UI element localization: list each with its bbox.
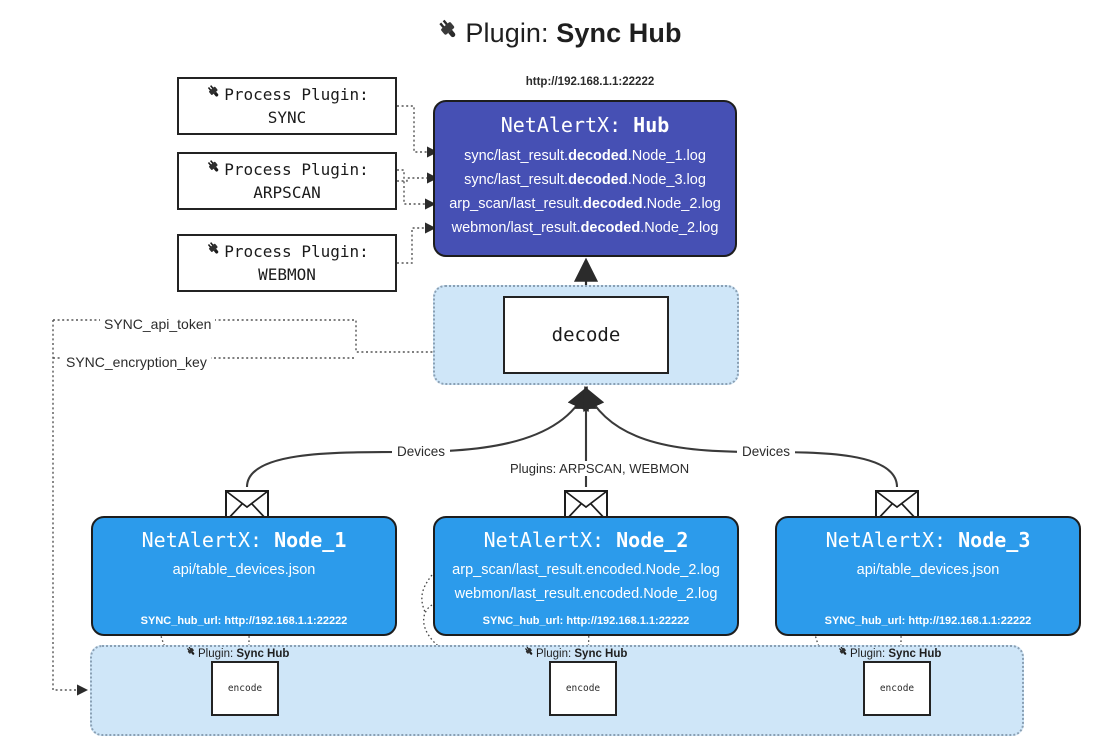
node-line-list: api/table_devices.json: [777, 560, 1079, 582]
process-plugin-sync-box[interactable]: Process Plugin: SYNC: [177, 77, 397, 135]
node-title: NetAlertX: Node_3: [825, 528, 1031, 552]
process-plugin-label: Process Plugin:: [224, 160, 369, 180]
process-plugin-name: WEBMON: [258, 264, 316, 284]
encoder-value: Sync Hub: [574, 648, 628, 660]
hub-prefix: NetAlertX:: [500, 113, 622, 137]
encoder-value: Sync Hub: [236, 648, 290, 660]
node-title: NetAlertX: Node_2: [483, 528, 689, 552]
decode-box[interactable]: decode: [503, 296, 669, 374]
hub-log-item: webmon/last_result.decoded.Node_2.log: [451, 220, 719, 237]
edge-label-left: Devices: [392, 444, 451, 459]
encoder-value: Sync Hub: [888, 648, 942, 660]
node-card-node-1[interactable]: NetAlertX: Node_1 api/table_devices.json…: [91, 516, 397, 636]
encode-box-2[interactable]: encode: [549, 661, 617, 716]
node-footer: SYNC_hub_url: http://192.168.1.1:22222: [140, 615, 348, 627]
electric-plug-icon: [205, 159, 222, 182]
hub-name: Hub: [633, 113, 670, 137]
electric-plug-icon: [523, 646, 535, 661]
hub-log-item: arp_scan/last_result.decoded.Node_2.log: [449, 196, 721, 213]
hub-title: NetAlertX: Hub: [435, 113, 735, 137]
hub-url-label: http://192.168.1.1:22222: [525, 76, 655, 88]
encoder-label: Plugin:: [198, 648, 234, 660]
electric-plug-icon: [837, 646, 849, 661]
encode-box-3[interactable]: encode: [863, 661, 931, 716]
process-plugin-label: Process Plugin:: [224, 85, 369, 105]
electric-plug-icon: [185, 646, 197, 661]
node-line: api/table_devices.json: [856, 562, 1000, 578]
process-plugin-arpscan-box[interactable]: Process Plugin: ARPSCAN: [177, 152, 397, 210]
node-footer: SYNC_hub_url: http://192.168.1.1:22222: [824, 615, 1032, 627]
node-line: webmon/last_result.encoded.Node_2.log: [454, 585, 718, 602]
encoder-label: Plugin:: [850, 648, 886, 660]
sync-api-token-label: SYNC_api_token: [100, 316, 216, 332]
node-line: api/table_devices.json: [172, 562, 316, 578]
electric-plug-icon: [205, 241, 222, 264]
encoder-label: Plugin:: [536, 648, 572, 660]
encoder-plugin-label-1: Plugin: Sync Hub: [185, 645, 289, 660]
edge-label-right: Devices: [737, 444, 796, 459]
node-footer: SYNC_hub_url: http://192.168.1.1:22222: [482, 615, 690, 627]
sync-encryption-key-label: SYNC_encryption_key: [62, 354, 211, 370]
hub-log-item: sync/last_result.decoded.Node_1.log: [464, 148, 706, 164]
hub-log-list: sync/last_result.decoded.Node_1.log sync…: [435, 146, 735, 239]
process-plugin-label: Process Plugin:: [224, 242, 369, 262]
page-title-value: Sync Hub: [556, 18, 682, 48]
process-plugin-webmon-box[interactable]: Process Plugin: WEBMON: [177, 234, 397, 292]
encoder-plugin-label-2: Plugin: Sync Hub: [523, 645, 627, 660]
node-line-list: api/table_devices.json: [93, 560, 395, 582]
node-title: NetAlertX: Node_1: [141, 528, 347, 552]
hub-log-item: sync/last_result.decoded.Node_3.log: [464, 172, 706, 189]
encode-box-1[interactable]: encode: [211, 661, 279, 716]
node-card-node-3[interactable]: NetAlertX: Node_3 api/table_devices.json…: [775, 516, 1081, 636]
page-title-label: Plugin:: [465, 18, 549, 48]
process-plugin-name: ARPSCAN: [253, 182, 321, 202]
process-plugin-name: SYNC: [267, 107, 307, 127]
edge-label-middle: Plugins: ARPSCAN, WEBMON: [505, 461, 695, 476]
node-line: arp_scan/last_result.encoded.Node_2.log: [452, 562, 720, 578]
hub-card[interactable]: NetAlertX: Hub sync/last_result.decoded.…: [433, 100, 737, 257]
electric-plug-icon: [435, 18, 461, 51]
page-title: Plugin: Sync Hub: [0, 16, 1117, 49]
encoder-plugin-label-3: Plugin: Sync Hub: [837, 645, 941, 660]
node-line-list: arp_scan/last_result.encoded.Node_2.log …: [435, 560, 737, 606]
electric-plug-icon: [205, 84, 222, 107]
node-card-node-2[interactable]: NetAlertX: Node_2 arp_scan/last_result.e…: [433, 516, 739, 636]
